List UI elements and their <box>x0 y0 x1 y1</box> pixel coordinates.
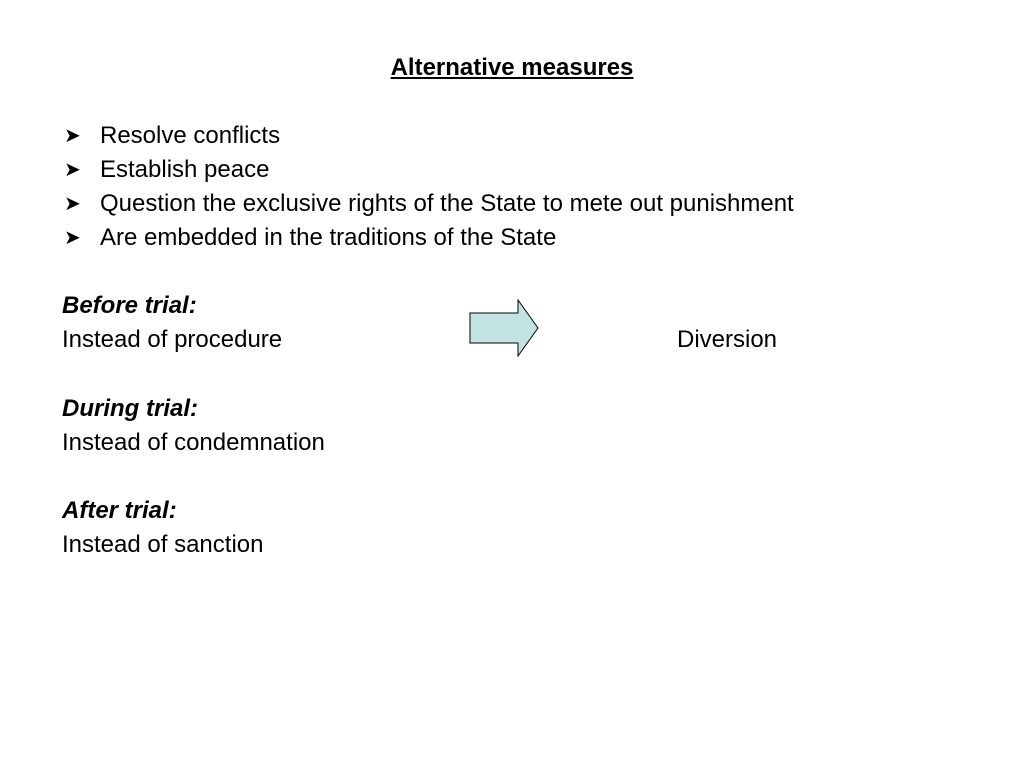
after-trial-section: After trial: Instead of sanction <box>62 494 263 562</box>
before-trial-section: Before trial: Instead of procedure Diver… <box>62 289 777 357</box>
diversion-text: Diversion <box>677 326 778 353</box>
list-item: ➤ Resolve conflicts <box>62 119 794 153</box>
bullet-text: Resolve conflicts <box>100 122 281 149</box>
right-arrow-icon <box>469 299 539 357</box>
during-trial-text: Instead of condemnation <box>62 429 325 456</box>
list-item: ➤ Question the exclusive rights of the S… <box>62 187 794 221</box>
bullet-list: ➤ Resolve conflicts ➤ Establish peace ➤ … <box>62 119 794 255</box>
slide-title: Alternative measures <box>390 54 634 81</box>
before-trial-heading: Before trial: <box>62 292 197 319</box>
after-trial-text: Instead of sanction <box>62 531 264 558</box>
after-trial-heading: After trial: <box>62 497 177 524</box>
arrowhead-bullet-icon: ➤ <box>64 193 81 215</box>
list-item: ➤ Are embedded in the traditions of the … <box>62 221 794 255</box>
before-trial-text: Instead of procedure <box>62 326 283 353</box>
arrowhead-bullet-icon: ➤ <box>64 227 81 249</box>
before-trial-row: Instead of procedure Diversion <box>62 299 777 357</box>
bullet-text: Establish peace <box>100 156 270 183</box>
bullet-text: Are embedded in the traditions of the St… <box>100 224 557 251</box>
arrowhead-bullet-icon: ➤ <box>64 159 81 181</box>
list-item: ➤ Establish peace <box>62 153 794 187</box>
during-trial-section: During trial: Instead of condemnation <box>62 392 325 460</box>
during-trial-heading: During trial: <box>62 395 198 422</box>
arrowhead-bullet-icon: ➤ <box>64 125 81 147</box>
bullet-text: Question the exclusive rights of the Sta… <box>100 190 794 217</box>
